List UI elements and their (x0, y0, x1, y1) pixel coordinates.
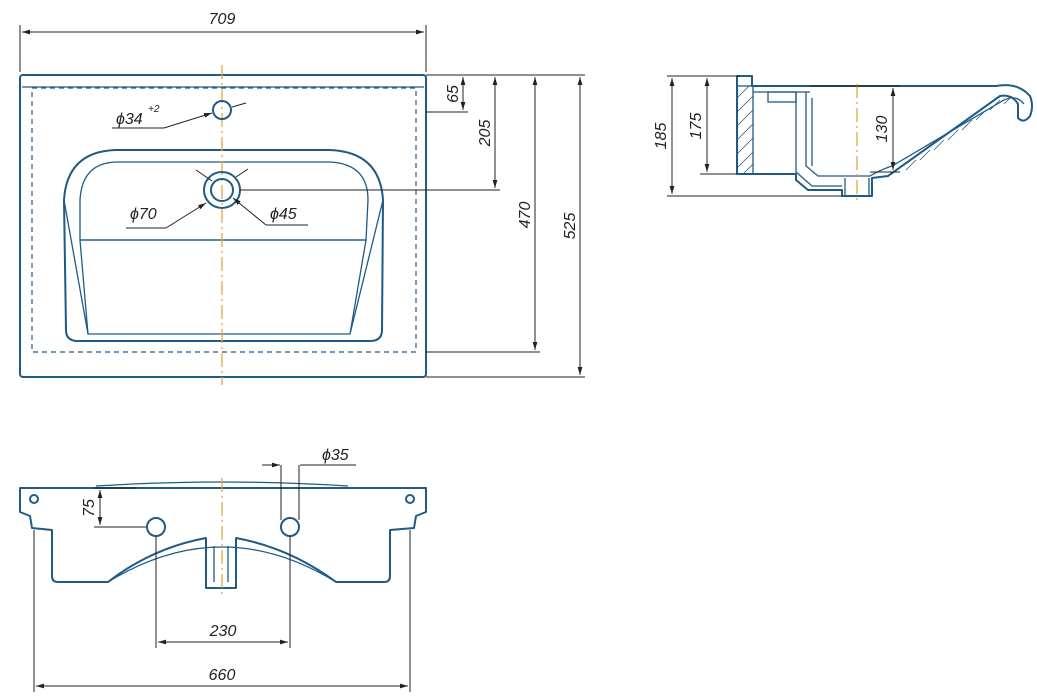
dim-205-label: 205 (477, 120, 494, 148)
dim-65-label: 65 (445, 85, 462, 103)
drain-inner (210, 178, 234, 202)
top-view: 709 65 205 470 525 ϕ34 +2 ϕ70 ϕ45 (19, 11, 585, 385)
dim-470-label: 470 (517, 202, 534, 229)
section-outer-profile (736, 75, 1033, 197)
dim-525-label: 525 (562, 213, 579, 240)
phi70-leader (165, 202, 207, 229)
dim-185-label: 185 (653, 123, 670, 150)
phi34-leader (163, 112, 213, 129)
bowl-right-edge (349, 199, 384, 335)
top-view-hidden-contour (31, 87, 417, 353)
top-view-outline (19, 74, 427, 378)
dim-230-label: 230 (209, 623, 237, 640)
front-view-outline (19, 487, 427, 589)
dim-709-label: 709 (209, 11, 236, 28)
mount-hole-left (146, 517, 166, 537)
bowl-left-edge (63, 199, 89, 335)
phi45-leader-tail (195, 169, 213, 182)
mount-hole-right (280, 517, 300, 537)
dim-175-label: 175 (688, 113, 705, 140)
phi34-tolerance: +2 (148, 104, 160, 115)
front-view-bowl-arc (107, 546, 337, 583)
tap-hole (212, 100, 232, 120)
phi70-leader-tail (235, 168, 249, 178)
section-overflow (767, 91, 797, 103)
dim-660-label: 660 (209, 667, 236, 684)
phi34-leader-tail (231, 102, 247, 108)
phi34-label: ϕ34 (116, 111, 143, 128)
phi45-label: ϕ45 (270, 206, 297, 223)
bowl-inner-floor (79, 239, 367, 335)
mount-bolt-left (29, 494, 39, 504)
section-wall (736, 85, 754, 175)
dim-130-label: 130 (874, 116, 891, 143)
bowl-outline (63, 149, 384, 342)
phi35-label: ϕ35 (322, 447, 349, 464)
mount-bolt-right (405, 494, 415, 504)
section-hatching (736, 85, 1013, 175)
section-inner-basin (805, 92, 1025, 177)
dim-75-label: 75 (81, 499, 98, 517)
phi70-label: ϕ70 (130, 206, 157, 223)
front-view: ϕ35 75 230 660 (19, 447, 427, 692)
section-inner-wall (795, 92, 842, 187)
phi45-leader (232, 197, 267, 226)
side-section-view: 185 175 130 (653, 75, 1033, 202)
